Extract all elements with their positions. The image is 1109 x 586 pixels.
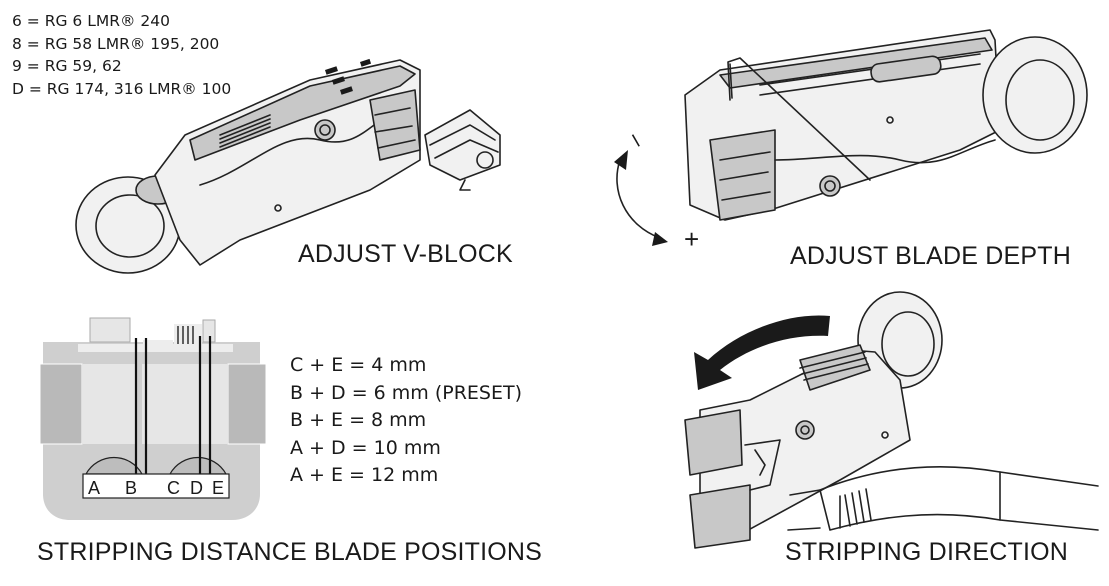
blade-letter-c: C bbox=[167, 478, 180, 498]
blade-letter-b: B bbox=[125, 478, 138, 498]
caption-adjust-vblock: ADJUST V-BLOCK bbox=[298, 240, 513, 268]
blade-letter-a: A bbox=[88, 478, 101, 498]
blade-combination-list: C + E = 4 mm B + D = 6 mm (PRESET) B + E… bbox=[290, 352, 522, 490]
combination-line: B + D = 6 mm (PRESET) bbox=[290, 381, 523, 404]
combination-line: B + E = 8 mm bbox=[290, 409, 427, 431]
caption-stripping-direction: STRIPPING DIRECTION bbox=[785, 538, 1068, 566]
legend-line: 8 = RG 58 LMR® 195, 200 bbox=[12, 34, 220, 53]
legend-line: D = RG 174, 316 LMR® 100 bbox=[12, 79, 232, 98]
depth-plus-mark: + bbox=[684, 224, 700, 254]
caption-adjust-blade-depth: ADJUST BLADE DEPTH bbox=[790, 242, 1071, 270]
blade-depth-tool-illustration bbox=[614, 29, 1088, 246]
caption-stripping-distance: STRIPPING DISTANCE BLADE POSITIONS bbox=[37, 538, 543, 566]
coax-size-legend: 6 = RG 6 LMR® 240 8 = RG 58 LMR® 195, 20… bbox=[12, 10, 231, 100]
combination-line: A + E = 12 mm bbox=[290, 464, 439, 486]
legend-line: 9 = RG 59, 62 bbox=[12, 57, 122, 75]
vblock-tool-illustration bbox=[75, 58, 501, 274]
stripping-direction-illustration bbox=[684, 291, 1099, 549]
legend-line: 6 = RG 6 LMR® 240 bbox=[12, 12, 170, 30]
blade-position-diagram bbox=[39, 317, 267, 520]
combination-line: A + D = 10 mm bbox=[290, 436, 441, 459]
blade-letter-e: E bbox=[212, 478, 225, 498]
blade-letter-d: D bbox=[190, 478, 203, 498]
combination-line: C + E = 4 mm bbox=[290, 354, 427, 376]
